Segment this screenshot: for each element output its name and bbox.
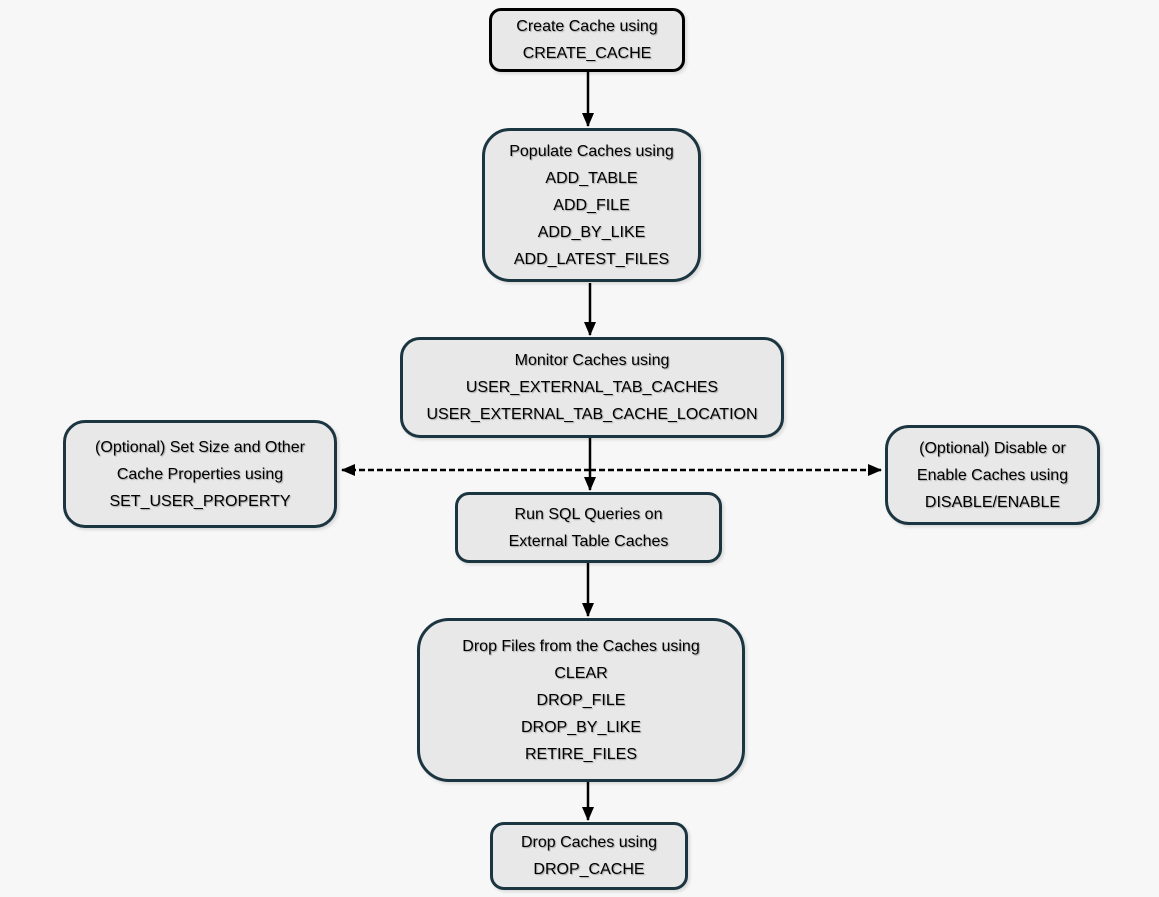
node-text-line: USER_EXTERNAL_TAB_CACHE_LOCATION: [426, 406, 758, 423]
flow-node-set-cache-properties: (Optional) Set Size and Other Cache Prop…: [63, 420, 337, 528]
flow-node-populate-caches: Populate Caches using ADD_TABLE ADD_FILE…: [482, 128, 701, 282]
flow-node-create-cache: Create Cache using CREATE_CACHE: [489, 8, 685, 72]
node-text-line: Drop Files from the Caches using: [462, 637, 700, 655]
node-text-line: SET_USER_PROPERTY: [109, 492, 291, 510]
node-text-line: Populate Caches using: [509, 142, 674, 160]
flow-node-drop-caches: Drop Caches using DROP_CACHE: [490, 822, 688, 890]
node-text-line: Run SQL Queries on: [514, 505, 663, 523]
node-text-line: DISABLE/ENABLE: [924, 493, 1061, 511]
node-text-line: RETIRE_FILES: [524, 745, 638, 763]
flow-node-disable-enable-caches: (Optional) Disable or Enable Caches usin…: [885, 425, 1100, 525]
node-text-line: CREATE_CACHE: [522, 45, 652, 62]
flow-node-drop-files: Drop Files from the Caches using CLEAR D…: [417, 618, 745, 782]
node-text-line: Monitor Caches using: [514, 352, 670, 369]
node-text-line: DROP_FILE: [536, 691, 626, 709]
node-text-line: Create Cache using: [516, 18, 658, 35]
node-text-line: Enable Caches using: [916, 466, 1069, 484]
node-text-line: (Optional) Set Size and Other: [95, 438, 305, 456]
node-text-line: ADD_FILE: [553, 196, 630, 214]
node-text-line: ADD_TABLE: [545, 169, 638, 187]
node-text-line: ADD_BY_LIKE: [537, 223, 646, 241]
node-text-line: CLEAR: [554, 664, 608, 682]
flow-node-run-sql-queries: Run SQL Queries on External Table Caches: [455, 492, 722, 563]
node-text-line: Drop Caches using: [520, 834, 658, 851]
node-text-line: ADD_LATEST_FILES: [513, 250, 670, 268]
node-text-line: (Optional) Disable or: [919, 439, 1066, 457]
node-text-line: DROP_BY_LIKE: [520, 718, 642, 736]
flow-node-monitor-caches: Monitor Caches using USER_EXTERNAL_TAB_C…: [400, 337, 784, 438]
node-text-line: USER_EXTERNAL_TAB_CACHES: [465, 379, 719, 396]
node-text-line: Cache Properties using: [116, 465, 284, 483]
node-text-line: External Table Caches: [508, 532, 669, 550]
node-text-line: DROP_CACHE: [533, 861, 645, 878]
